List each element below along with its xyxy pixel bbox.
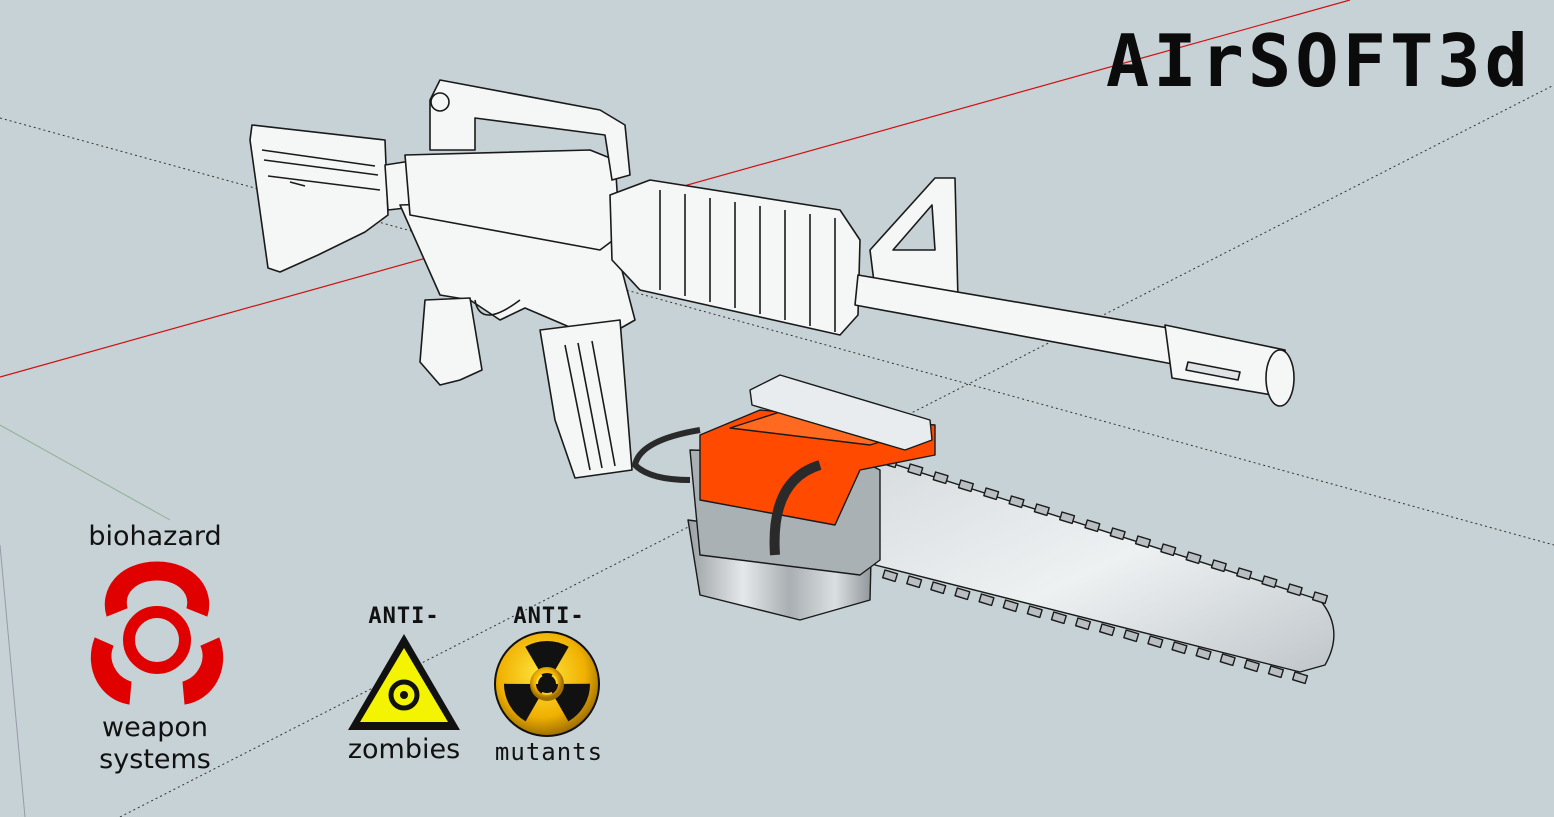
chain-tooth-bottom (1074, 617, 1092, 631)
chain-tooth-top (1033, 503, 1050, 517)
flash-hider-slot (1185, 361, 1241, 381)
chain-tooth-bottom (1123, 629, 1140, 643)
chain-tooth-bottom (1243, 659, 1260, 673)
chain-tooth-bottom (930, 581, 947, 595)
chain-tooth-top (1008, 495, 1025, 509)
chain-teeth (881, 455, 1329, 685)
biohazard-icon (90, 561, 224, 705)
chain-tooth-bottom (1050, 611, 1067, 625)
zombies-label: zombies (347, 734, 461, 765)
chain-tooth-bottom (1026, 605, 1043, 619)
barrel[interactable] (854, 274, 1181, 366)
magazine[interactable] (539, 319, 633, 479)
warning-biohazard-dot (400, 691, 408, 699)
chain-tooth-top (1185, 551, 1202, 565)
chain-tooth-bottom (1002, 599, 1019, 613)
brand-title: AIrSOFT3d (1105, 19, 1532, 103)
muzzle (1265, 349, 1295, 407)
chainsaw-bar[interactable] (874, 457, 1335, 673)
chain-tooth-top (1059, 511, 1076, 525)
mutants-label: mutants (494, 738, 604, 766)
chain-tooth-bottom (906, 575, 923, 589)
chain-tooth-top (1084, 519, 1101, 533)
radiation-blade-1 (525, 640, 569, 684)
rifle-stock[interactable] (249, 124, 389, 273)
trigger-guard (474, 299, 521, 316)
chain-tooth-bottom (881, 569, 899, 583)
chain-tooth-top (907, 463, 924, 477)
weapon-systems-label: weapon systems (70, 712, 240, 776)
guide-line-top (0, 117, 1554, 546)
warning-triangle-fill (360, 648, 448, 722)
anti-mutants-prefix: ANTI- (513, 604, 585, 629)
magazine-ribs (564, 340, 616, 471)
chain-tooth-bottom (1099, 623, 1116, 637)
front-sight-window (892, 204, 936, 251)
chain-tooth-top (1236, 567, 1253, 581)
stock-slots (261, 149, 381, 191)
grip-loop[interactable] (769, 460, 822, 556)
biohazard-warning-icon (348, 634, 460, 730)
chain-tooth-bottom (1219, 653, 1236, 667)
chain-tooth-bottom (1267, 665, 1285, 679)
chain-tooth-top (983, 487, 1000, 501)
guide-line-left (0, 544, 26, 817)
chain-tooth-bottom (1147, 635, 1164, 649)
radiation-icon (494, 631, 600, 737)
mount-rail[interactable] (749, 374, 933, 451)
rear-sight-knob[interactable] (430, 92, 450, 112)
power-cable (632, 427, 701, 483)
chain-tooth-top (932, 471, 949, 485)
carry-handle[interactable] (429, 79, 631, 181)
biohazard-core (123, 606, 191, 674)
radiation-gap (530, 667, 564, 701)
chain-tooth-bottom (1195, 647, 1212, 661)
biohazard-logo (90, 561, 224, 705)
chain-tooth-top (1109, 527, 1126, 541)
handguard-ribs (659, 190, 836, 332)
biohazard-label: biohazard (88, 521, 222, 552)
chain-tooth-top (1286, 583, 1303, 597)
chain-tooth-top (1210, 559, 1227, 573)
chain-tooth-bottom (954, 587, 971, 601)
chain-tooth-bottom (978, 593, 995, 607)
chain-tooth-top (1134, 535, 1152, 549)
weapon-label-line1: weapon (101, 712, 208, 743)
rifle-model[interactable] (249, 79, 1295, 479)
chain-tooth-bottom (1171, 641, 1188, 655)
weapon-label-line2: systems (99, 744, 211, 775)
warning-biohazard-core (388, 679, 420, 711)
chain-tooth-top (957, 479, 975, 493)
chain-tooth-top (1261, 575, 1278, 589)
pistol-grip[interactable] (419, 297, 483, 386)
chain-tooth-top (1160, 543, 1177, 557)
chainsaw-model[interactable] (632, 374, 1335, 685)
chain-tooth-top (1311, 591, 1329, 605)
green-axis (0, 424, 171, 521)
anti-zombies-prefix: ANTI- (368, 604, 440, 629)
chain-tooth-bottom (1291, 671, 1309, 685)
biohazard-center (148, 631, 166, 649)
